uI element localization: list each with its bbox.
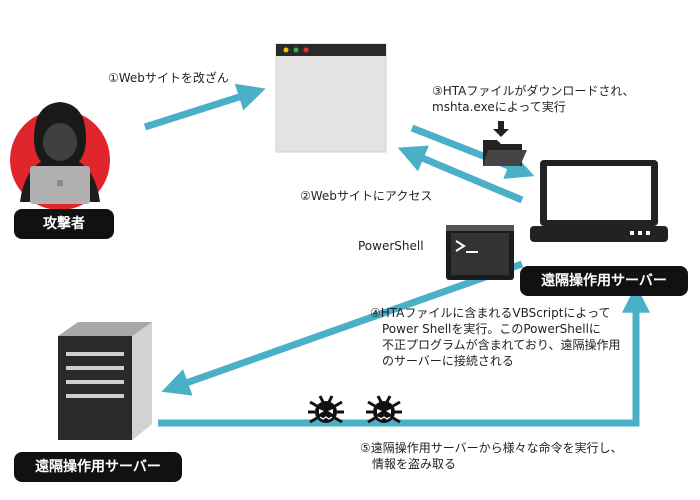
step3-text: ③HTAファイルがダウンロードされ、 mshta.exeによって実行 (432, 84, 635, 114)
arrow-step4-connect (161, 260, 524, 396)
laptop-icon (530, 160, 668, 242)
powershell-terminal-icon (446, 225, 514, 280)
server-tower-icon (58, 322, 152, 440)
folder-download-icon (483, 121, 527, 166)
step1-text: ①Webサイトを改ざん (108, 71, 229, 85)
arrow-step2-access (397, 145, 524, 204)
arrow-step1 (143, 83, 266, 131)
step5-text: ⑤遠隔操作用サーバーから様々な命令を実行し、 情報を盗み取る (360, 441, 623, 471)
step2-text: ②Webサイトにアクセス (300, 189, 433, 203)
malware-bug-icon (308, 395, 344, 424)
hacker-icon (10, 102, 110, 210)
remote-server-label-right: 遠隔操作用サーバー (520, 266, 688, 296)
remote-server-label-left: 遠隔操作用サーバー (14, 452, 182, 482)
arrow-step5-control (158, 284, 650, 427)
step4-text: ④HTAファイルに含まれるVBScriptによって Power Shellを実行… (370, 306, 621, 368)
browser-window-icon (275, 43, 387, 153)
powershell-label: PowerShell (358, 239, 424, 253)
attacker-label: 攻撃者 (14, 209, 114, 239)
malware-bug-icon (366, 395, 402, 424)
